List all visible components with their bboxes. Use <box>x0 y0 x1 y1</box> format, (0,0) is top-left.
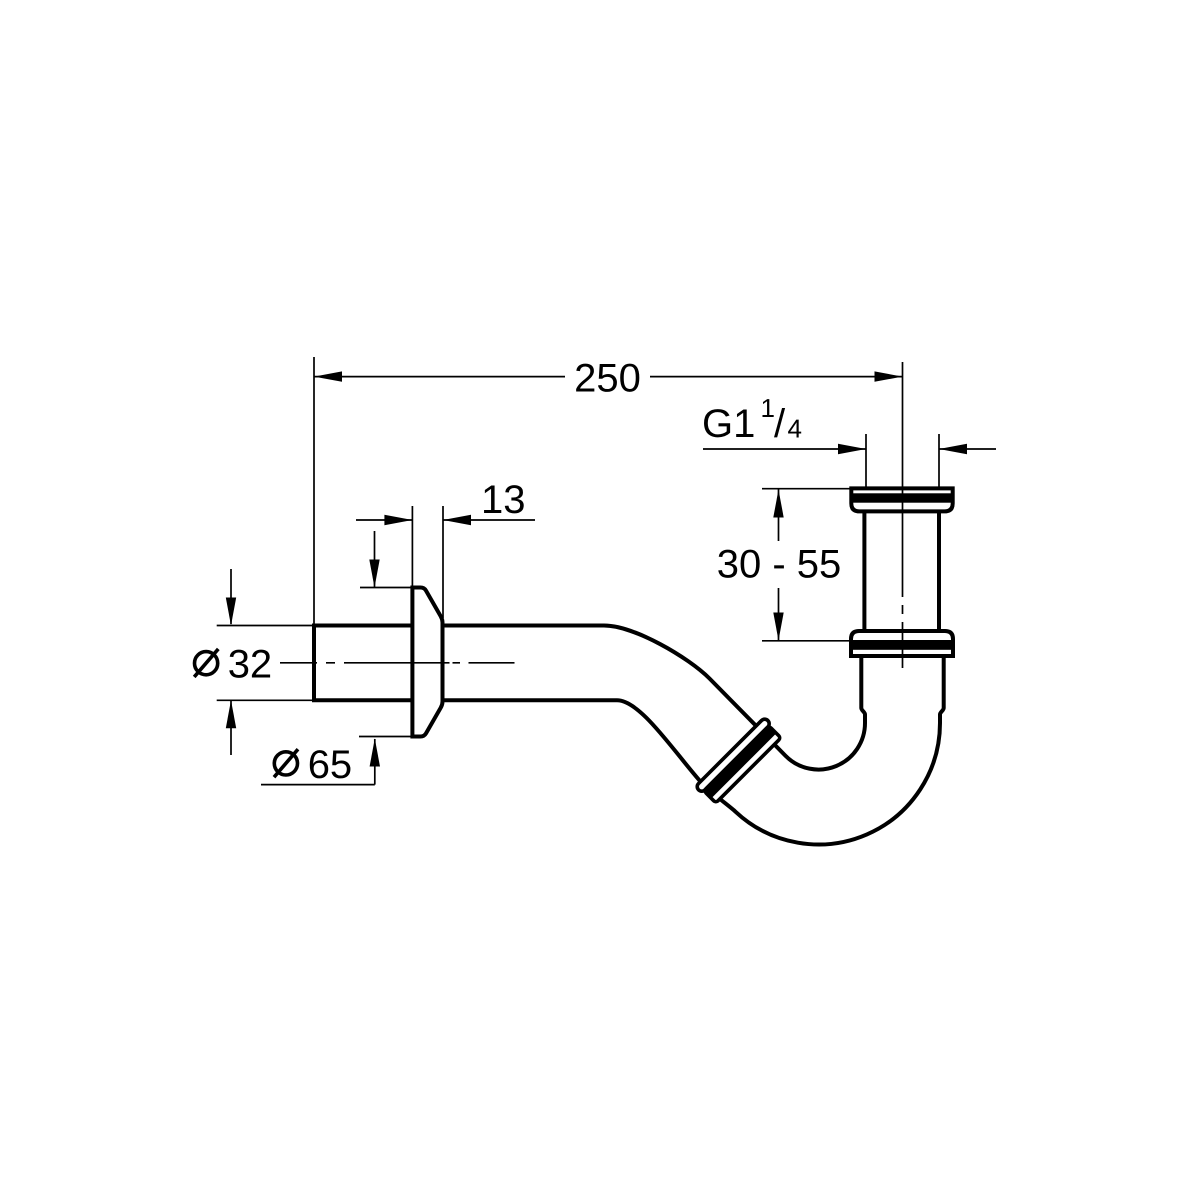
diameter-slash <box>272 748 300 779</box>
slip-nut-seal-band <box>703 725 777 799</box>
trap-pipe-body <box>312 623 946 847</box>
arrow-250-left <box>314 371 342 382</box>
diameter-circle <box>272 750 300 777</box>
arrow-250-right <box>874 371 903 382</box>
arrow-dia32-bottom <box>225 700 237 729</box>
dimension-13: 13 <box>356 478 535 618</box>
ext-lines-dia32 <box>216 624 313 702</box>
label-250: 250 <box>574 356 641 400</box>
label-dia32: 32 <box>228 643 273 687</box>
pipe-outline <box>312 623 946 847</box>
arrow-30-55-down <box>773 612 784 641</box>
arrow-dia32-top <box>225 597 237 626</box>
ext-lines-dia65 <box>359 586 412 738</box>
dimension-dia-65: 65 <box>261 531 412 787</box>
label-dia65: 65 <box>308 743 353 787</box>
arrow-dia65-bottom <box>369 738 380 767</box>
ext-lines-30-55 <box>762 487 852 642</box>
center-lines <box>280 362 904 668</box>
arrow-13-right <box>443 514 471 526</box>
dimension-30-55: 30 - 55 <box>717 487 852 642</box>
dimension-dia-32: 32 <box>192 569 313 755</box>
label-30-55: 30 - 55 <box>717 543 842 587</box>
arrow-g1-right <box>939 443 967 455</box>
arrow-13-left <box>384 514 413 526</box>
label-g1-slash: / <box>774 402 786 446</box>
diameter-symbol-32 <box>192 647 220 679</box>
label-13: 13 <box>481 478 526 522</box>
ext-lines-g1 <box>865 434 940 487</box>
arrow-g1-left <box>838 443 866 455</box>
sleeve-edges <box>862 510 941 632</box>
dimension-g1-quarter: G1 1 / 4 <box>702 393 996 487</box>
label-g1-denominator: 4 <box>788 414 802 444</box>
arrow-dia65-top <box>369 559 380 588</box>
dimension-250: 250 <box>313 356 903 624</box>
diameter-symbol-65 <box>272 748 300 779</box>
slip-nut <box>695 717 782 804</box>
label-g1-numerator: 1 <box>761 393 775 423</box>
arrow-30-55-up <box>773 489 784 518</box>
diameter-slash <box>192 647 220 679</box>
diameter-circle <box>192 649 220 677</box>
label-g1: G1 <box>702 402 755 446</box>
